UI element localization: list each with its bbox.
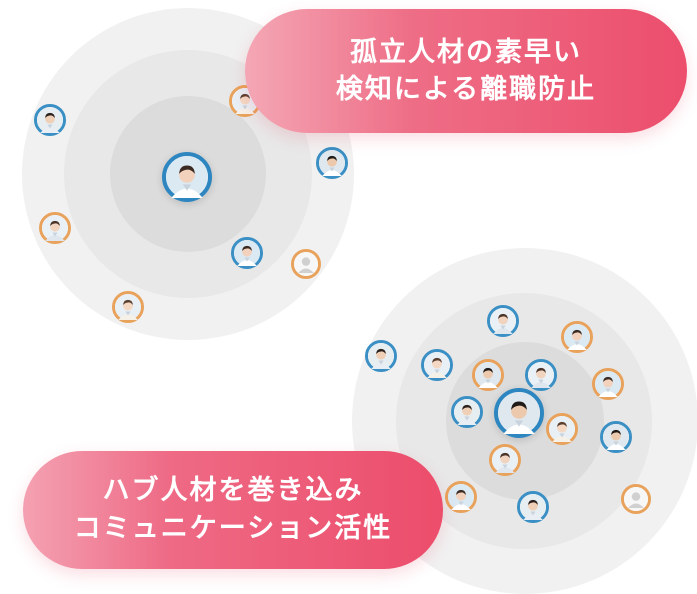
member-avatar[interactable]	[229, 85, 261, 117]
member-avatar[interactable]	[34, 104, 66, 136]
member-avatar[interactable]	[112, 291, 144, 323]
person-icon	[166, 156, 208, 198]
person-icon	[475, 362, 501, 388]
network-diagram: 孤立人材の素早い 検知による離職防止 ハブ人材を巻き込み コミュニケーション活性	[22, 8, 697, 594]
placeholder-person-icon	[294, 252, 318, 276]
member-avatar[interactable]	[472, 359, 504, 391]
person-icon	[115, 294, 141, 320]
person-icon	[564, 324, 590, 350]
person-icon	[234, 240, 260, 266]
member-avatar[interactable]	[546, 413, 578, 445]
member-avatar[interactable]	[39, 212, 71, 244]
person-icon	[319, 150, 345, 176]
member-avatar[interactable]	[600, 421, 632, 453]
member-avatar[interactable]	[421, 349, 453, 381]
placeholder-person-icon	[624, 487, 648, 511]
person-icon	[492, 447, 518, 473]
person-icon	[454, 399, 480, 425]
person-icon	[549, 416, 575, 442]
isolation-label-line1: 孤立人材の素早い	[350, 37, 582, 68]
member-avatar[interactable]	[561, 321, 593, 353]
member-avatar[interactable]	[517, 491, 549, 523]
member-avatar[interactable]	[231, 237, 263, 269]
placeholder-avatar[interactable]	[291, 249, 321, 279]
person-icon	[368, 343, 394, 369]
member-avatar[interactable]	[316, 147, 348, 179]
person-icon	[42, 215, 68, 241]
person-icon	[528, 362, 554, 388]
person-icon	[424, 352, 450, 378]
member-avatar[interactable]	[592, 368, 624, 400]
hub-label-line1: ハブ人材を巻き込み	[102, 475, 364, 506]
isolation-benefit-label: 孤立人材の素早い 検知による離職防止	[245, 9, 687, 133]
member-avatar[interactable]	[489, 444, 521, 476]
member-avatar[interactable]	[451, 396, 483, 428]
placeholder-avatar[interactable]	[621, 484, 651, 514]
person-icon	[595, 371, 621, 397]
member-avatar[interactable]	[525, 359, 557, 391]
person-icon	[520, 494, 546, 520]
member-avatar[interactable]	[445, 481, 477, 513]
person-icon	[37, 107, 63, 133]
person-icon	[498, 392, 540, 434]
person-icon	[603, 424, 629, 450]
hub-label-line2: コミュニケーション活性	[73, 513, 393, 544]
isolation-label-line2: 検知による離職防止	[335, 74, 597, 105]
hub-person-avatar[interactable]	[494, 388, 544, 438]
person-icon	[490, 308, 516, 334]
member-avatar[interactable]	[365, 340, 397, 372]
member-avatar[interactable]	[487, 305, 519, 337]
isolated-person-avatar[interactable]	[162, 152, 212, 202]
hub-benefit-label: ハブ人材を巻き込み コミュニケーション活性	[23, 451, 443, 569]
person-icon	[448, 484, 474, 510]
